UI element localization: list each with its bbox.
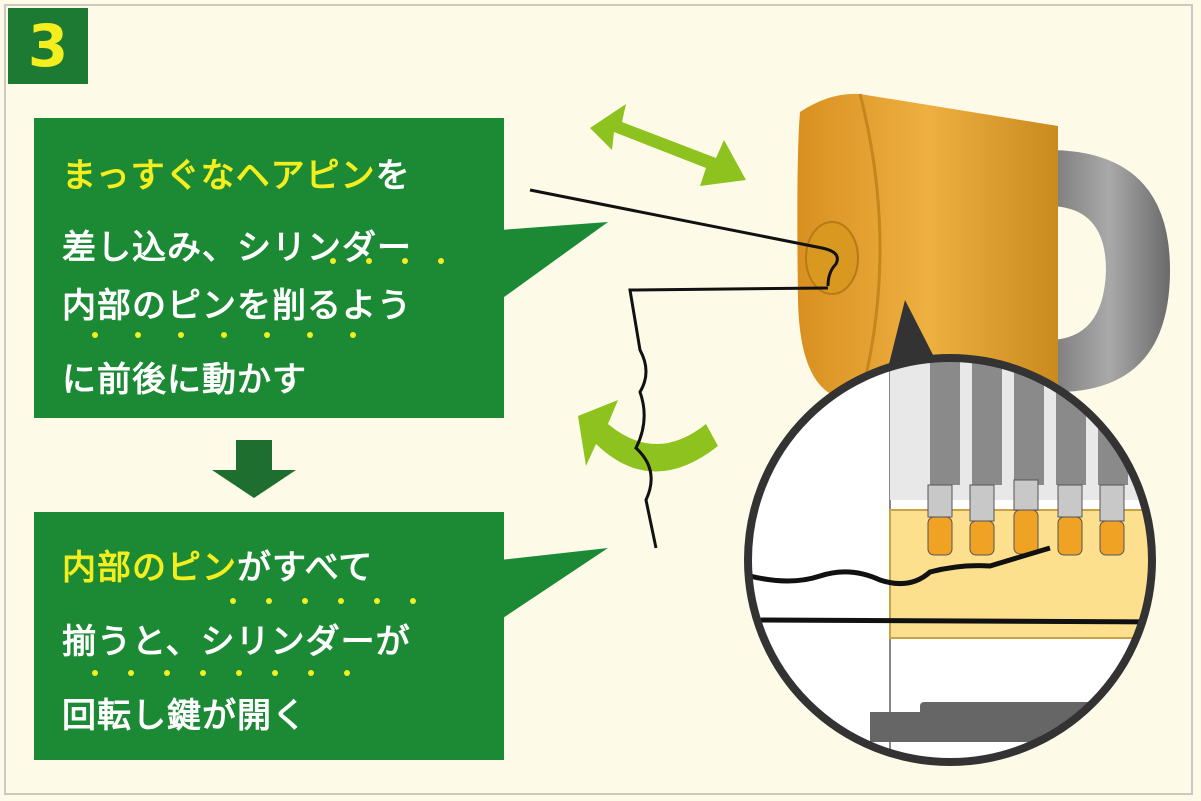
emphasis-dots-zengo [92, 332, 392, 338]
box1-line-2-text: 差し込み、シリンダー [62, 228, 412, 268]
box2-line-1-highlight: 内部のピン [62, 548, 237, 588]
emphasis-dots-cylinder [230, 598, 470, 604]
instruction-box-insert-hairpin: まっすぐなヘアピンを 差し込み、シリンダー 内部のピンを削るよう に前後に動かす [34, 118, 504, 418]
box1-tail [500, 222, 608, 300]
magnified-straight-wire [750, 617, 1150, 625]
down-arrow-icon [212, 440, 296, 498]
box1-line-3-text: 内部のピンを削るよう [62, 286, 412, 326]
magnifier-ring [744, 354, 1156, 766]
emphasis-dots-kaiten [92, 670, 392, 676]
box1-line-1-highlight: まっすぐなヘアピン [62, 156, 376, 196]
straight-hairpin-wire [529, 188, 839, 287]
box1-line-2: 差し込み、シリンダー [62, 220, 412, 269]
lock-body [797, 93, 1058, 401]
box2-line-3-text: 回転し鍵が開く [62, 696, 307, 736]
box2-tail [500, 548, 608, 620]
bent-hairpin-wire [628, 286, 829, 549]
box1-line-1: まっすぐなヘアピンを [62, 148, 411, 197]
step-number: 3 [27, 12, 69, 80]
rotate-arrow-icon [578, 400, 718, 472]
box2-line-2-text: 揃うと、シリンダーが [62, 622, 411, 662]
keyhole [805, 221, 859, 295]
box2-line-1: 内部のピンがすべて [62, 540, 373, 589]
box2-line-2: 揃うと、シリンダーが [62, 614, 411, 663]
step-number-badge: 3 [8, 8, 88, 84]
box1-line-4-text: に前後に動かす [62, 360, 307, 400]
box1-line-4: に前後に動かす [62, 352, 307, 401]
magnified-cylinder-view [744, 354, 1156, 766]
box2-line-1-text: がすべて [237, 548, 374, 588]
double-headed-arrow-icon [590, 104, 746, 186]
box1-line-1-text: を [375, 156, 411, 196]
lock-shackle [1048, 150, 1170, 392]
box1-line-3: 内部のピンを削るよう [62, 278, 412, 327]
emphasis-dots-kezuru [330, 258, 490, 264]
box2-line-3: 回転し鍵が開く [62, 688, 307, 737]
instruction-box-cylinder-rotates: 内部のピンがすべて 揃うと、シリンダーが 回転し鍵が開く [34, 512, 504, 760]
image-frame [4, 4, 1193, 795]
magnified-wavy-wire [750, 545, 1051, 587]
inner-pins [927, 479, 1125, 556]
